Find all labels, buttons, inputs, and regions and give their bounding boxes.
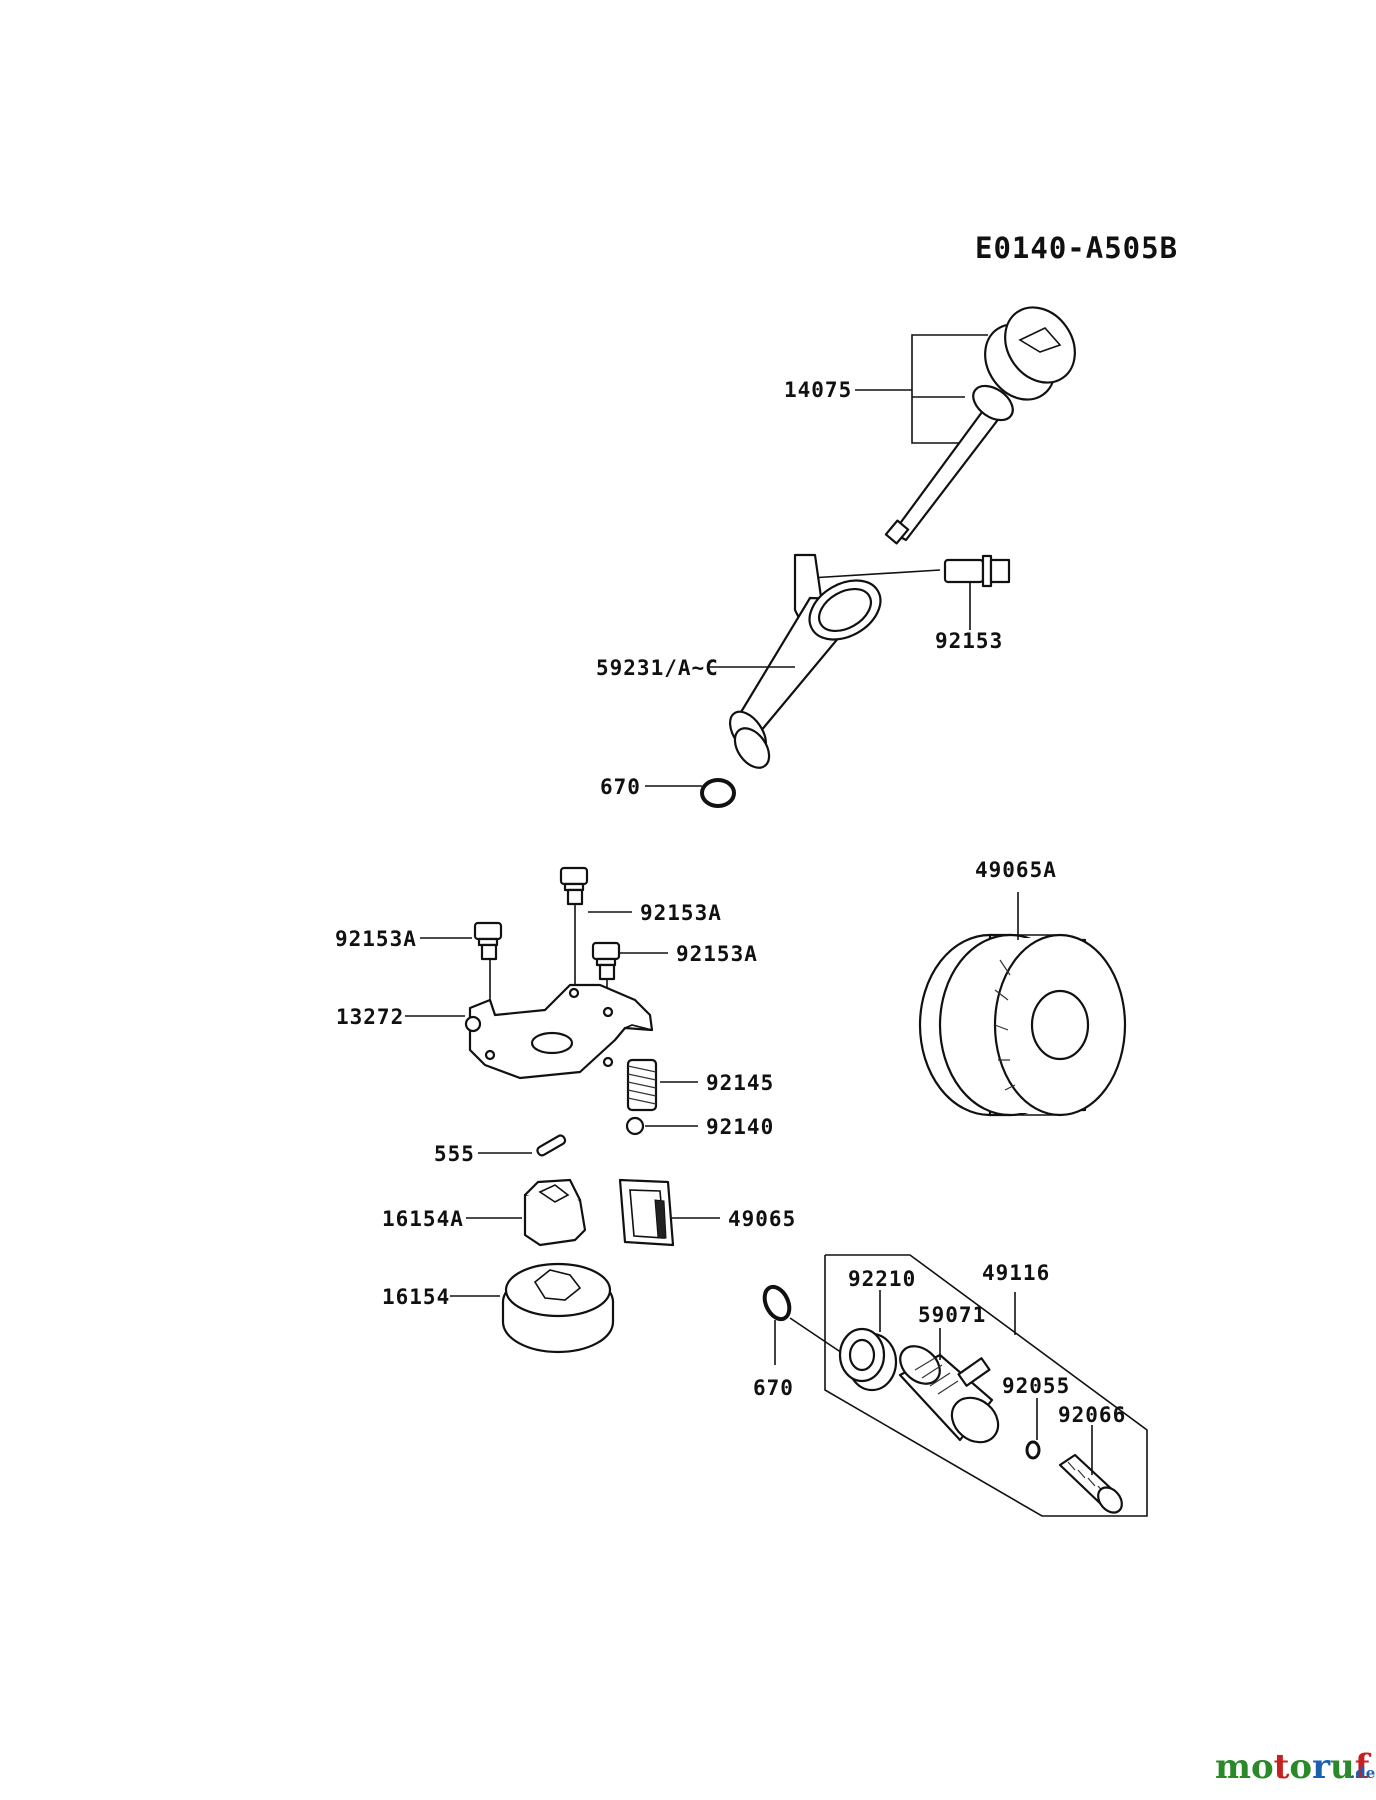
pin-555 <box>536 1134 567 1157</box>
fitting-92066 <box>1058 1425 1123 1514</box>
outer-rotor-16154 <box>501 1262 615 1354</box>
svg-text:.de: .de <box>1350 1764 1375 1782</box>
oring-92055 <box>1025 1440 1041 1460</box>
oring-670-bottom <box>762 1284 792 1322</box>
label-49065: 49065 <box>728 1207 796 1231</box>
oring-670-top <box>700 778 736 808</box>
label-670-bottom: 670 <box>753 1376 794 1400</box>
diagram-code: E0140-A505B <box>975 231 1178 265</box>
label-555: 555 <box>434 1142 475 1166</box>
label-92140: 92140 <box>706 1115 774 1139</box>
label-49065A: 49065A <box>975 858 1057 882</box>
filler-tube-59231 <box>728 553 882 769</box>
plate-13272 <box>464 983 654 1080</box>
bolt-92153A-middle <box>559 866 589 985</box>
label-16154: 16154 <box>382 1285 450 1309</box>
bolt-92153 <box>809 554 1011 630</box>
dipstick-14075 <box>855 306 1076 545</box>
spring-92145 <box>626 1058 658 1112</box>
label-49116: 49116 <box>982 1261 1050 1285</box>
filter-plate-49065 <box>618 1178 675 1247</box>
oil-filter-49065A <box>918 892 1127 1117</box>
svg-text:motoruf: motoruf <box>1215 1747 1372 1787</box>
inner-rotor-16154A <box>523 1178 587 1247</box>
label-92055: 92055 <box>1002 1374 1070 1398</box>
kit-box-49116 <box>824 1254 1148 1517</box>
label-92153: 92153 <box>935 629 1003 653</box>
bolt-92153A-left <box>473 921 503 1012</box>
label-59071: 59071 <box>918 1303 986 1327</box>
nut-92210 <box>838 1290 898 1392</box>
label-13272: 13272 <box>336 1005 404 1029</box>
label-92153A-middle: 92153A <box>640 901 722 925</box>
label-92145: 92145 <box>706 1071 774 1095</box>
watermark-logo: motoruf .de <box>1215 1747 1375 1787</box>
label-92066: 92066 <box>1058 1403 1126 1427</box>
label-92210: 92210 <box>848 1267 916 1291</box>
label-16154A: 16154A <box>382 1207 464 1231</box>
label-92153A-left: 92153A <box>335 927 417 951</box>
label-92153A-right: 92153A <box>676 942 758 966</box>
label-14075: 14075 <box>784 378 852 402</box>
label-59231: 59231/A~C <box>596 656 719 680</box>
pipe-59071 <box>898 1328 1000 1444</box>
ball-92140 <box>625 1116 645 1136</box>
label-670-top: 670 <box>600 775 641 799</box>
